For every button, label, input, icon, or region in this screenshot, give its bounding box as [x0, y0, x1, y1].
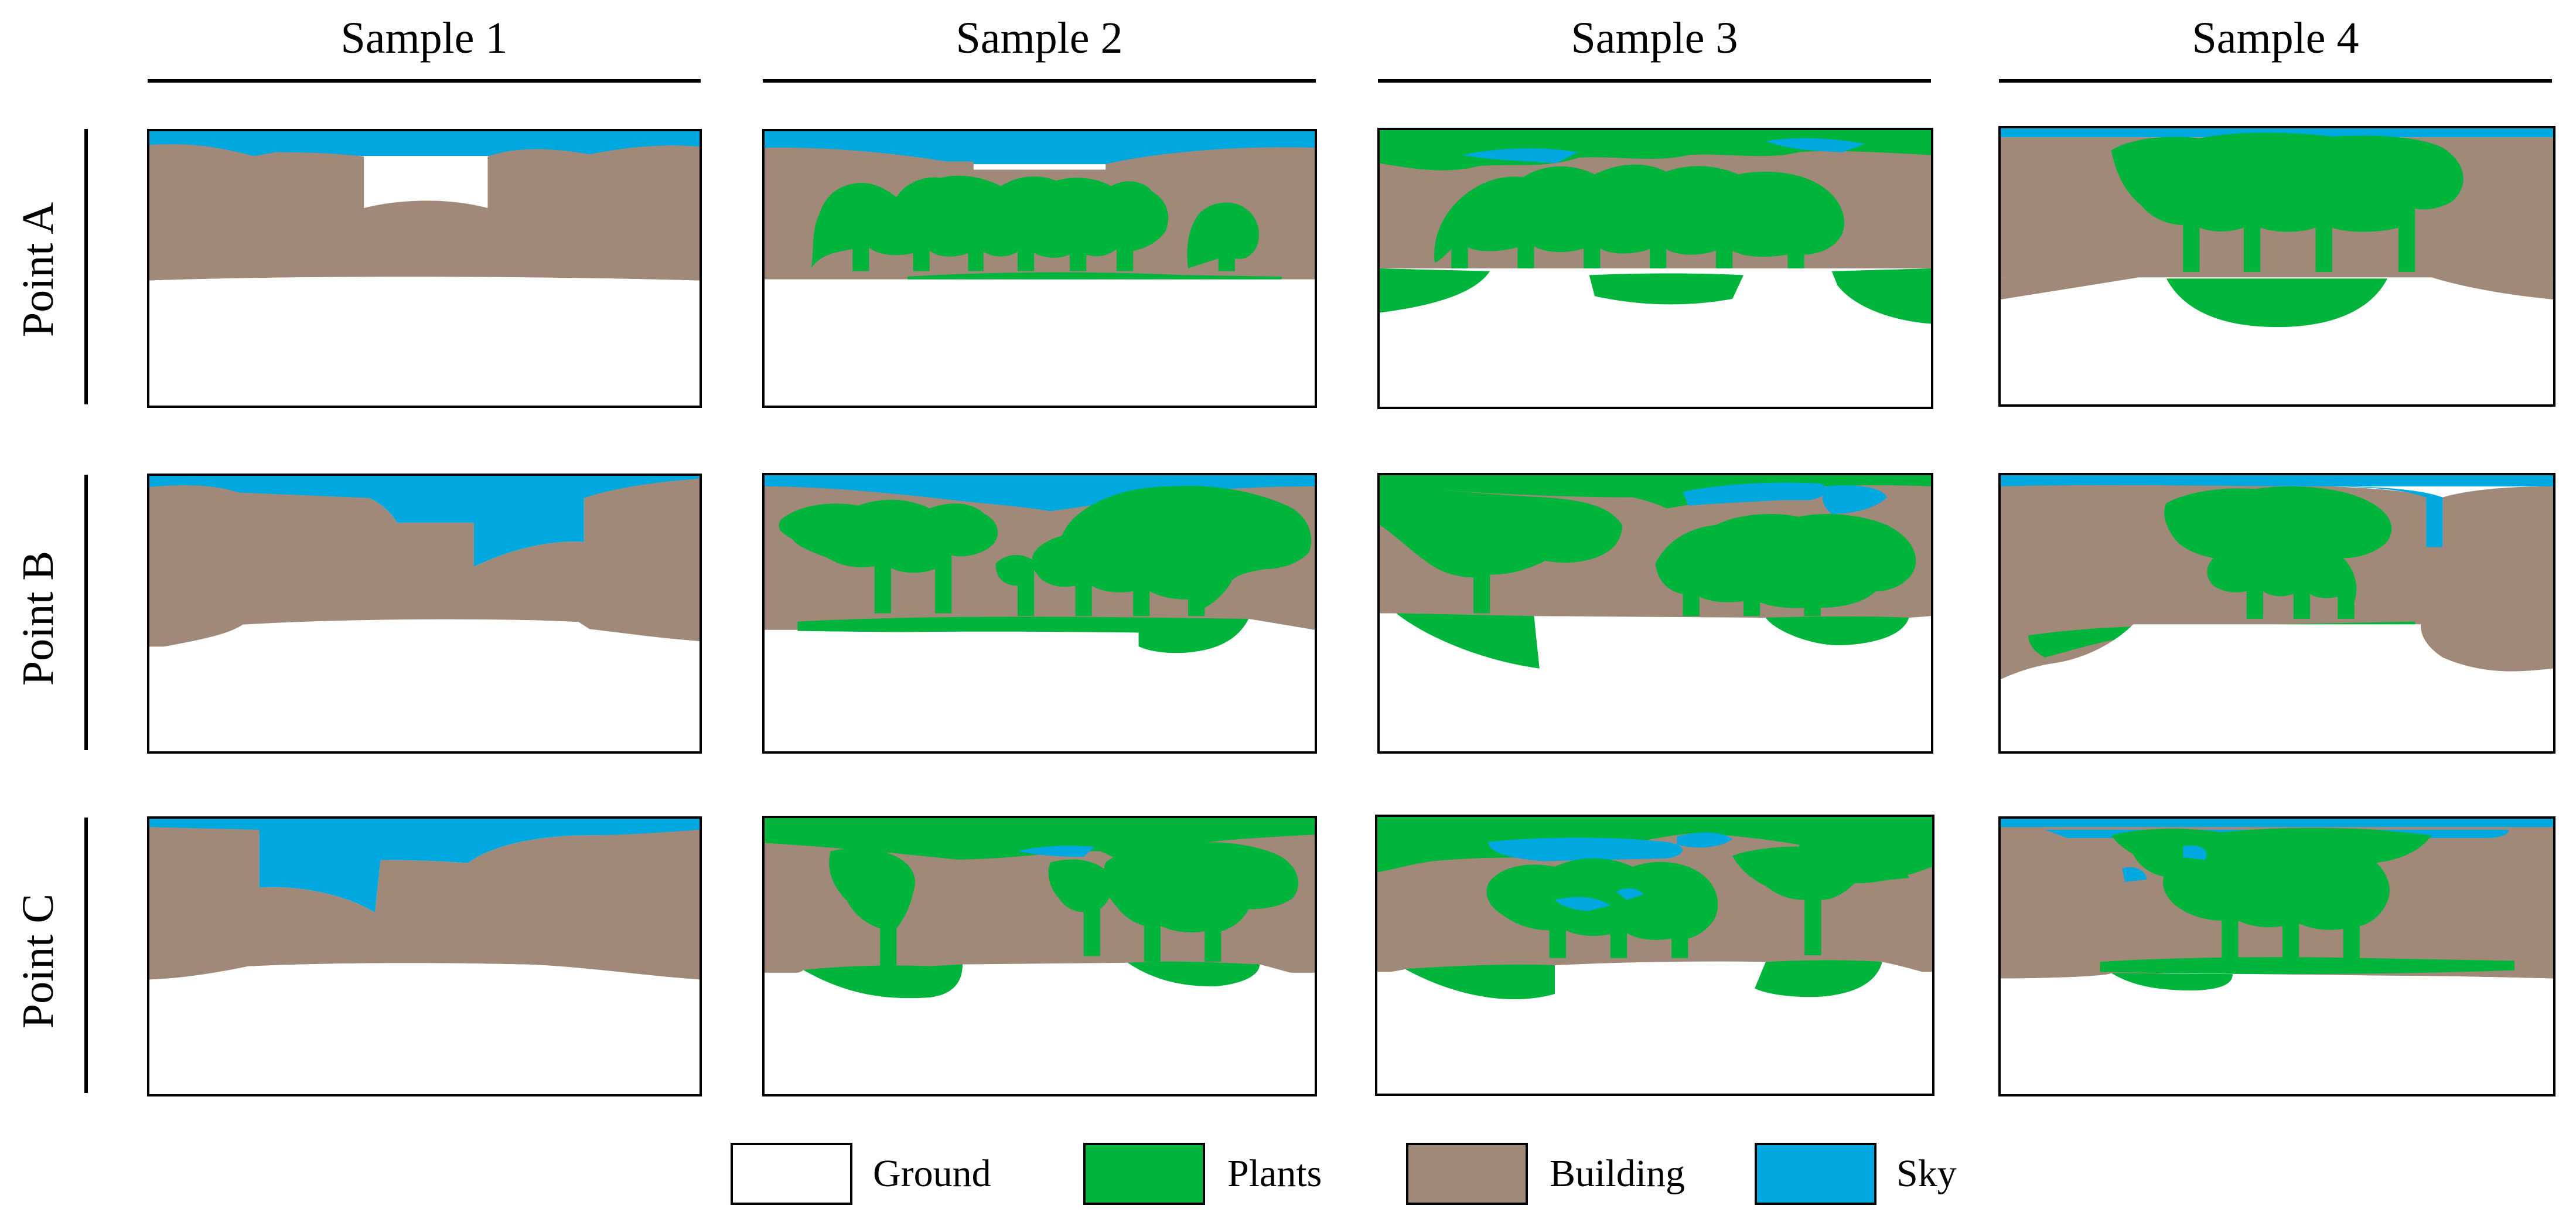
column-rule	[148, 79, 701, 83]
legend-label-sky: Sky	[1896, 1152, 1957, 1195]
legend-swatch-building	[1406, 1143, 1528, 1205]
row-rule	[84, 129, 88, 404]
legend-swatch-plants	[1083, 1143, 1205, 1205]
row-rule	[84, 818, 88, 1093]
column-header-sample-4: Sample 4	[2192, 13, 2359, 63]
column-rule	[1999, 79, 2552, 83]
segmentation-map-point-a-sample-4	[1998, 126, 2555, 407]
column-rule	[763, 79, 1316, 83]
column-header-sample-3: Sample 3	[1571, 13, 1738, 63]
segmentation-map-point-a-sample-3	[1377, 128, 1933, 409]
row-rule	[84, 475, 88, 750]
legend-swatch-sky	[1755, 1143, 1876, 1205]
segmentation-map-point-b-sample-4	[1998, 473, 2555, 754]
row-header-point-c: Point C	[13, 893, 63, 1029]
legend-label-ground: Ground	[873, 1152, 991, 1195]
segmentation-map-point-c-sample-1	[147, 816, 702, 1096]
segmentation-map-point-a-sample-1	[147, 129, 702, 408]
legend-label-plants: Plants	[1227, 1152, 1322, 1195]
legend-label-building: Building	[1550, 1152, 1686, 1195]
legend-swatch-ground	[731, 1143, 852, 1205]
segmentation-map-point-a-sample-2	[762, 129, 1317, 408]
column-header-sample-2: Sample 2	[956, 13, 1123, 63]
row-header-point-b: Point B	[13, 550, 63, 686]
row-header-point-a: Point A	[13, 202, 63, 338]
segmentation-map-point-c-sample-3	[1375, 815, 1934, 1096]
segmentation-map-point-b-sample-2	[762, 473, 1317, 754]
column-rule	[1378, 79, 1931, 83]
segmentation-map-point-b-sample-1	[147, 474, 702, 754]
segmentation-map-point-c-sample-2	[762, 816, 1317, 1096]
column-header-sample-1: Sample 1	[340, 13, 508, 63]
segmentation-map-point-b-sample-3	[1377, 473, 1933, 754]
segmentation-map-point-c-sample-4	[1998, 816, 2555, 1096]
